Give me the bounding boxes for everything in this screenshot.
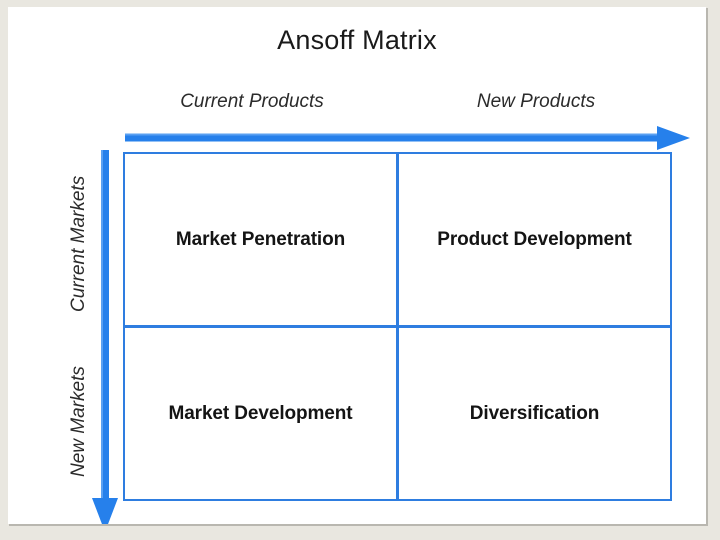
quadrant-market-development[interactable]: Market Development [123, 326, 398, 501]
quadrant-label-diversification: Diversification [469, 402, 600, 424]
markets-axis-arrow-icon [92, 150, 118, 524]
ansoff-matrix-grid: Market Penetration Product Development M… [123, 152, 672, 501]
quadrant-label-market-development: Market Development [168, 402, 353, 424]
quadrant-market-penetration[interactable]: Market Penetration [123, 152, 398, 327]
slide-canvas: Ansoff Matrix Current Products New Produ… [8, 7, 706, 524]
quadrant-label-product-development: Product Development [437, 228, 632, 250]
quadrant-label-market-penetration: Market Penetration [175, 228, 346, 250]
row-header-current-markets: Current Markets [68, 175, 89, 312]
products-axis-arrow-icon [125, 126, 690, 150]
page-title: Ansoff Matrix [277, 25, 437, 55]
quadrant-diversification[interactable]: Diversification [397, 326, 672, 501]
row-header-new-markets: New Markets [68, 366, 89, 477]
column-header-current-products: Current Products [180, 91, 324, 112]
quadrant-product-development[interactable]: Product Development [397, 152, 672, 327]
column-header-new-products: New Products [476, 91, 596, 112]
